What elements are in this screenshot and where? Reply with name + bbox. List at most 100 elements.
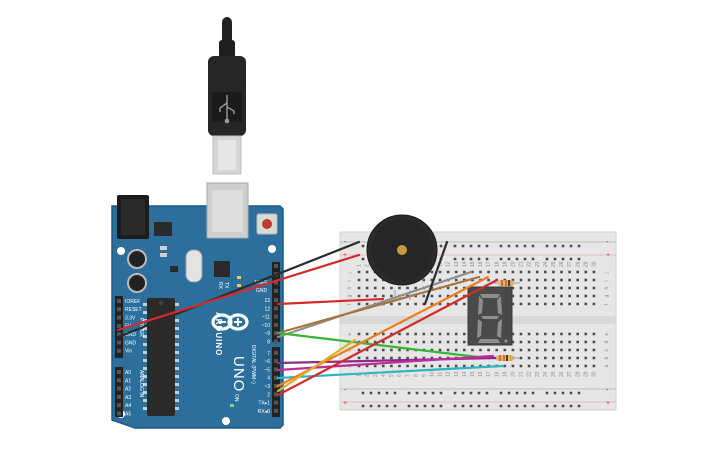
piezo-buzzer <box>366 214 438 300</box>
header-pin[interactable] <box>117 394 121 399</box>
row-letter: c <box>347 349 353 352</box>
column-number: 17 <box>486 371 492 377</box>
column-number: 27 <box>567 261 573 267</box>
digital-pin[interactable] <box>274 306 278 311</box>
chip-pin <box>143 367 147 370</box>
column-number: 26 <box>559 261 565 267</box>
mount-hole <box>117 247 125 255</box>
chip-pin <box>175 319 179 322</box>
jumper-wires <box>116 240 505 397</box>
digital-pin-label: RX◂0 <box>258 409 270 415</box>
chip-pin <box>175 407 179 410</box>
column-number: 16 <box>478 261 484 267</box>
header-pin[interactable] <box>117 307 121 312</box>
digital-pin[interactable] <box>274 392 278 397</box>
analog-pin-label: A4 <box>125 403 131 409</box>
header-pin[interactable] <box>117 323 121 328</box>
row-letter: h <box>347 287 353 290</box>
column-number: 17 <box>486 261 492 267</box>
digital-pin-label: TX▸1 <box>258 401 270 407</box>
resistor-bottom <box>490 355 520 361</box>
digital-title: DIGITAL (PWM~) <box>250 345 256 384</box>
header-pin[interactable] <box>274 280 278 285</box>
digital-pin[interactable] <box>274 339 278 344</box>
wire-yellow <box>276 338 357 393</box>
digital-pin[interactable] <box>274 350 278 355</box>
resistor-top <box>492 280 520 286</box>
chip-pin <box>175 391 179 394</box>
header-pin[interactable] <box>117 348 121 353</box>
reset-button[interactable] <box>256 213 278 235</box>
column-number: 24 <box>543 371 549 377</box>
analog-title: ANALOG IN <box>138 370 144 398</box>
column-number: 1 <box>357 264 363 267</box>
column-number: 18 <box>494 371 500 377</box>
segment-digit <box>477 294 508 343</box>
chip-pin <box>175 367 179 370</box>
digital-pin[interactable] <box>274 298 278 302</box>
chip-pin <box>143 311 147 314</box>
usb-cable <box>208 17 246 175</box>
aref-label: AREF <box>254 280 267 286</box>
row-letter: e <box>604 333 610 336</box>
wire-red <box>116 253 361 332</box>
digital-pin-label: 13 <box>264 298 270 304</box>
column-number: 14 <box>462 371 468 377</box>
rail-plus-label: + <box>606 400 610 407</box>
column-number: 16 <box>478 371 484 377</box>
column-number: 12 <box>446 371 452 377</box>
digital-pin-label: ~6 <box>264 359 270 365</box>
digital-pin[interactable] <box>274 384 278 388</box>
digital-pin[interactable] <box>274 359 278 364</box>
header-pin[interactable] <box>117 403 121 408</box>
header-pin[interactable] <box>117 370 121 374</box>
column-number: 8 <box>413 374 419 377</box>
header-pin[interactable] <box>117 411 121 416</box>
header-pin[interactable] <box>117 299 121 303</box>
header-pin[interactable] <box>117 340 121 345</box>
column-number: 3 <box>373 374 379 377</box>
column-number: 13 <box>454 371 460 377</box>
header-pin[interactable] <box>274 288 278 293</box>
wire-green <box>276 331 488 360</box>
header-pin[interactable] <box>117 332 121 337</box>
dc-power-jack <box>117 195 149 239</box>
column-number: 25 <box>551 371 557 377</box>
crystal <box>185 249 203 283</box>
digital-pin-label: ~9 <box>264 331 270 337</box>
column-number: 11 <box>438 262 444 267</box>
digital-pin-label: 12 <box>264 306 270 312</box>
column-number: 30 <box>592 371 598 377</box>
digital-pin[interactable] <box>274 375 278 380</box>
digital-pin[interactable] <box>274 331 278 336</box>
digital-pin[interactable] <box>274 322 278 327</box>
header-pin[interactable] <box>117 386 121 391</box>
digital-pin[interactable] <box>274 400 278 405</box>
digital-pin[interactable] <box>274 314 278 319</box>
chip-pin <box>143 391 147 394</box>
column-number: 15 <box>470 371 476 377</box>
header-pin[interactable] <box>274 264 278 268</box>
header-pin[interactable] <box>117 315 121 320</box>
row-letter: g <box>347 295 353 298</box>
column-number: 19 <box>502 371 508 377</box>
rx-led-label: RX <box>217 282 223 290</box>
header-pin[interactable] <box>117 378 121 383</box>
chip-pin <box>143 343 147 346</box>
rail-plus-label: + <box>343 400 347 407</box>
digital-pin[interactable] <box>274 408 278 413</box>
column-number: 14 <box>462 261 468 267</box>
model-label: UNO <box>230 356 247 392</box>
digital-pin-label: 2 <box>267 392 270 398</box>
row-letter: j <box>604 272 610 274</box>
rail-minus-label: - <box>344 239 347 246</box>
digital-pin[interactable] <box>274 367 278 372</box>
chip-pin <box>143 399 147 402</box>
column-number: 4 <box>381 374 387 377</box>
column-number: 26 <box>559 371 565 377</box>
chip-pin <box>143 335 147 338</box>
rail-minus-label: - <box>606 239 609 246</box>
chip-pin <box>175 335 179 338</box>
row-letter: j <box>347 272 353 274</box>
